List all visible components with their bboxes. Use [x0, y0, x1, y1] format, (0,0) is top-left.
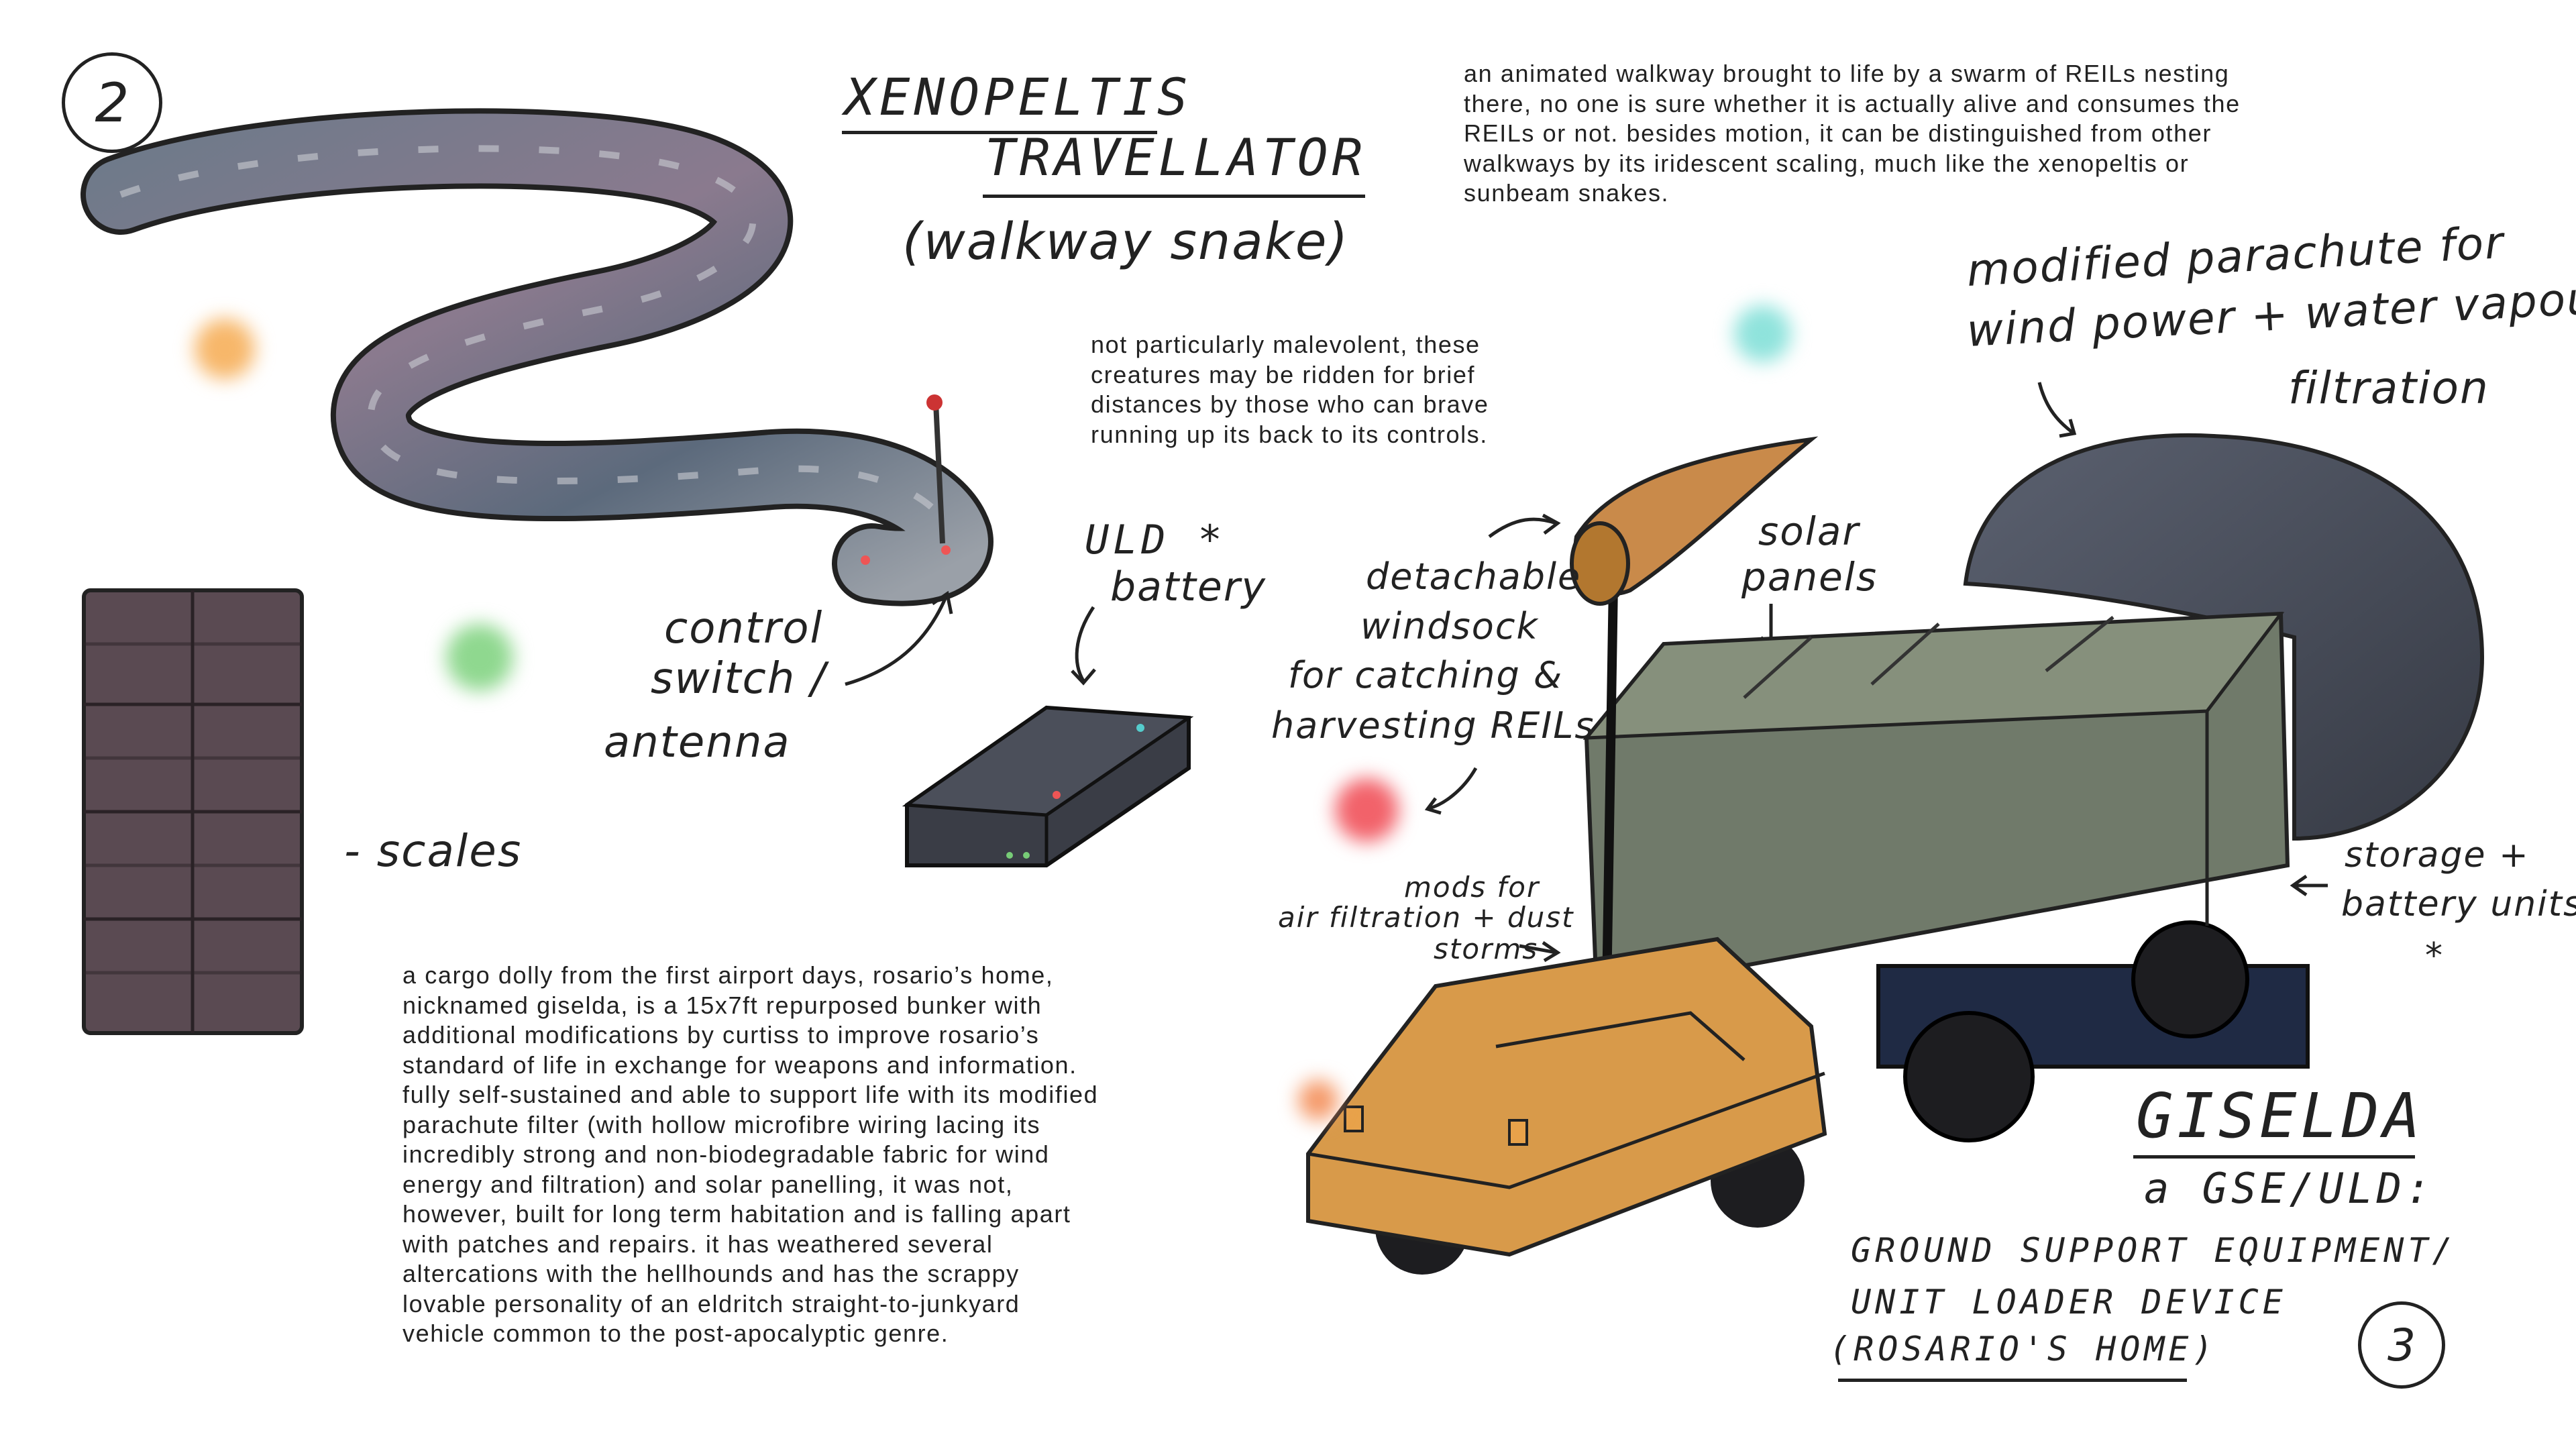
giselda-vehicle-illustration: [1306, 433, 2485, 1275]
label-solar-1: solar: [1758, 508, 1860, 554]
giselda-title: GISELDA: [2136, 1080, 2424, 1152]
giselda-description: a cargo dolly from the first airport day…: [402, 961, 1099, 1347]
caption-underline: [1838, 1379, 2187, 1382]
giselda-caption-3: (ROSARIO'S HOME): [1829, 1330, 2217, 1368]
label-scales: - scales: [344, 825, 523, 877]
reil-orb-teal: [1734, 305, 1791, 362]
giselda-caption-2: UNIT LOADER DEVICE: [1851, 1283, 2287, 1322]
label-windsock-1: detachable: [1366, 555, 1582, 598]
label-windsock-2: windsock: [1360, 605, 1539, 647]
control-switch-icon: [926, 394, 943, 411]
label-switch: switch /: [651, 654, 827, 704]
title-underline: [2133, 1155, 2415, 1159]
uld-battery-illustration: [902, 705, 1194, 867]
label-windsock-4: harvesting REILs: [1271, 704, 1595, 747]
snake-subtitle: (walkway snake): [902, 211, 1350, 271]
label-battery: battery: [1110, 564, 1267, 610]
page-number-3: 3: [2358, 1301, 2445, 1389]
reil-orb-green: [446, 624, 513, 691]
snake-title-line1: XENOPELTIS: [845, 67, 1192, 127]
reil-orb-orange: [195, 319, 255, 379]
giselda-subtitle: a GSE/ULD:: [2144, 1164, 2435, 1213]
label-uld: ULD *: [1085, 517, 1226, 564]
snake-note: not particularly malevolent, these creat…: [1091, 331, 1489, 448]
reil-orb-red: [1335, 778, 1399, 842]
antenna-icon: [933, 402, 945, 544]
label-mods-2: air filtration + dust: [1278, 901, 1574, 934]
label-storage-3: *: [2425, 936, 2444, 976]
label-storage-1: storage +: [2345, 835, 2530, 875]
scales-illustration: [82, 588, 304, 1035]
solar-panels: [1582, 612, 2285, 740]
title-underline: [983, 195, 1365, 198]
label-solar-2: panels: [1741, 554, 1878, 600]
label-antenna: antenna: [604, 718, 791, 767]
giselda-caption-1: GROUND SUPPORT EQUIPMENT/: [1851, 1231, 2457, 1270]
label-parachute-3: filtration: [2288, 362, 2489, 414]
label-windsock-3: for catching &: [1288, 654, 1564, 696]
label-mods-3: storms: [1434, 932, 1539, 965]
title-underline: [842, 131, 1157, 134]
label-storage-2: battery units: [2341, 884, 2576, 924]
label-control: control: [664, 604, 824, 653]
snake-description: an animated walkway brought to life by a…: [1464, 60, 2241, 207]
page-number-2: 2: [62, 52, 162, 153]
cart-headlight-glow: [1298, 1080, 1338, 1120]
walkway-snake-illustration: [80, 108, 994, 606]
snake-title-line2: TRAVELLATOR: [985, 127, 1367, 187]
label-mods-1: mods for: [1404, 871, 1540, 904]
